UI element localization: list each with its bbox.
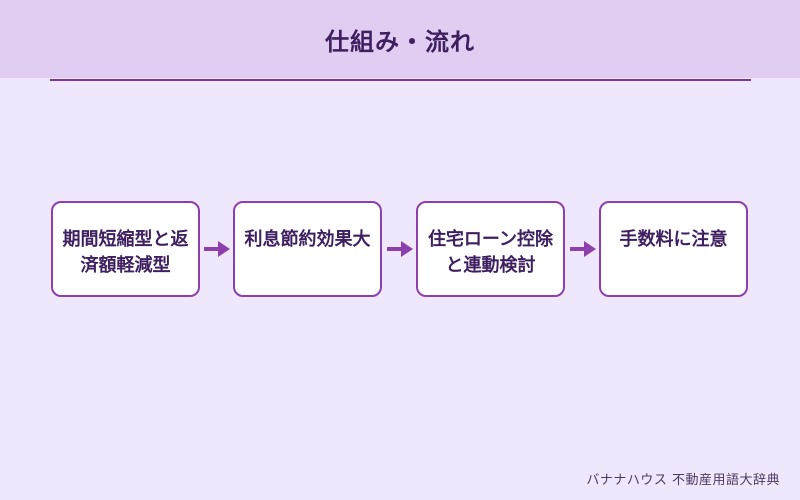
flow-step-3-label: 住宅ローン控除と連動検討: [427, 229, 554, 276]
flow-step-2: 利息節約効果大: [233, 201, 382, 297]
title-divider: [50, 79, 751, 81]
arrow-right-icon: [570, 241, 596, 257]
arrow-right-icon: [387, 241, 413, 257]
flow-step-4-label: 手数料に注意: [619, 229, 728, 250]
flow-step-2-label: 利息節約効果大: [244, 229, 371, 250]
header-band: [0, 0, 800, 78]
arrow-right-icon: [204, 241, 230, 257]
flow-step-4: 手数料に注意: [599, 201, 748, 297]
footer-credit: バナナハウス 不動産用語大辞典: [586, 473, 780, 488]
page-title: 仕組み・流れ: [325, 28, 475, 56]
flow-step-3: 住宅ローン控除と連動検討: [416, 201, 565, 297]
flow-step-1: 期間短縮型と返済額軽減型: [51, 201, 200, 297]
flow-step-1-label: 期間短縮型と返済額軽減型: [62, 229, 189, 276]
